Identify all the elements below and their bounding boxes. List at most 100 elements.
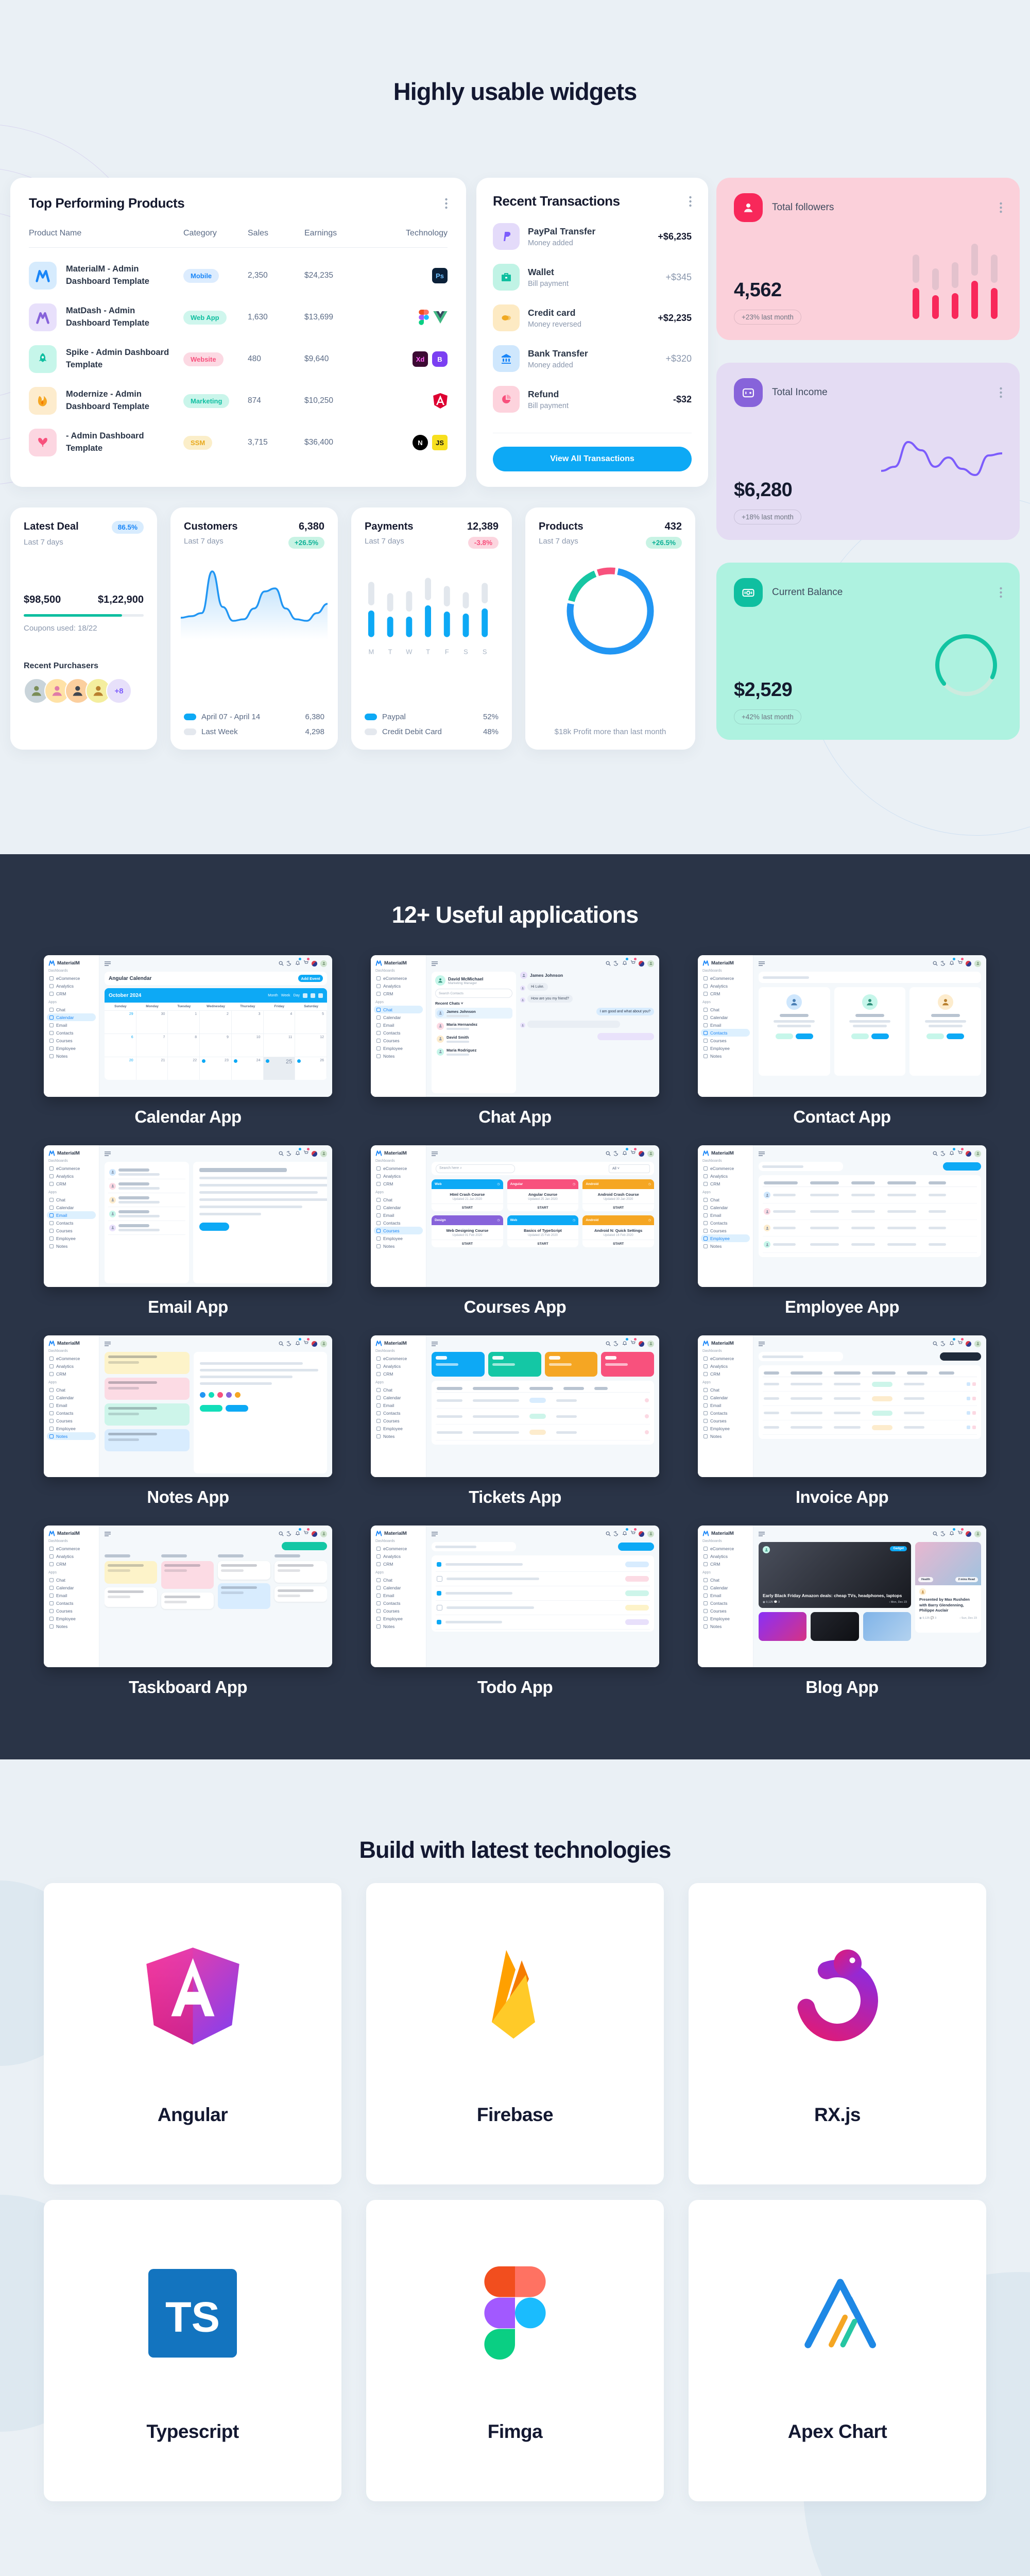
product-sales: 874: [248, 396, 261, 405]
materialm-logo: MaterialM: [702, 960, 748, 966]
transaction-amount: +$6,235: [658, 231, 692, 242]
sidebar-item-calendar: Calendar: [47, 1394, 96, 1401]
cart-icon: [303, 1531, 308, 1534]
thumbnail-topbar: [759, 1338, 981, 1348]
category-badge: SSM: [183, 435, 213, 450]
search-icon: [279, 1341, 284, 1346]
search-icon: [933, 961, 938, 966]
view-all-transactions-button[interactable]: View All Transactions: [493, 447, 692, 471]
sidebar-item-crm: CRM: [374, 1180, 423, 1188]
column-header: Sales: [248, 229, 269, 238]
avatar: [764, 1208, 770, 1215]
sidebar-item-contacts: Contacts: [47, 1409, 96, 1417]
figma-logo: [484, 2258, 546, 2368]
avatar: [937, 994, 953, 1010]
sidebar-item-notes: Notes: [374, 1622, 423, 1630]
ticket-stat-card: [544, 1352, 598, 1377]
payments-subtitle: Last 7 days: [365, 537, 404, 546]
thumbnail-topbar: [432, 958, 654, 968]
thumbnail-topbar: [759, 958, 981, 968]
latest-deal-subtitle: Last 7 days: [24, 538, 63, 547]
tech-label: Fimga: [487, 2421, 543, 2442]
sidebar-section-label: Apps: [48, 1571, 57, 1574]
sidebar-item-employee: Employee: [701, 1425, 750, 1432]
kebab-menu-icon[interactable]: [445, 198, 448, 209]
mini-button: [947, 1033, 965, 1039]
product-earnings: $9,640: [304, 354, 329, 363]
income-chart: [880, 427, 1003, 488]
sidebar-item-ecommerce: eCommerce: [47, 1164, 96, 1172]
flag-icon: [639, 1531, 644, 1537]
kebab-menu-icon[interactable]: [1000, 587, 1002, 598]
avatar: [647, 1150, 654, 1157]
avatar: [647, 960, 654, 967]
flag-icon: [966, 960, 971, 967]
kebab-menu-icon[interactable]: [689, 196, 692, 207]
sidebar-item-calendar: Calendar: [701, 1394, 750, 1401]
sidebar-item-analytics: Analytics: [47, 982, 96, 990]
legend-value: 4,298: [305, 727, 324, 736]
transaction-title: Credit card: [528, 307, 576, 318]
sidebar-item-analytics: Analytics: [374, 1552, 423, 1560]
sidebar-item-notes: Notes: [701, 1052, 750, 1060]
moon-icon: [941, 1151, 946, 1156]
legend-value: 52%: [483, 713, 499, 721]
blog-card: [759, 1612, 807, 1641]
avatar: [320, 960, 327, 967]
avatar: [862, 994, 878, 1010]
balance-chart: [930, 629, 1002, 704]
sidebar-item-calendar: Calendar: [701, 1584, 750, 1591]
app-label: Tickets App: [469, 1487, 561, 1506]
category-badge: Mobile: [183, 268, 219, 283]
recent-purchasers-label: Recent Purchasers: [24, 662, 98, 670]
sidebar-item-ecommerce: eCommerce: [47, 974, 96, 982]
cart-icon: [957, 1341, 963, 1344]
mini-button: [625, 1605, 649, 1611]
sidebar-item-email: Email: [47, 1401, 96, 1409]
thumbnail-topbar: [432, 1338, 654, 1348]
todo-row: [436, 1601, 650, 1615]
sidebar-item-calendar: Calendar: [374, 1204, 423, 1211]
matdash-logo: [29, 303, 57, 331]
materialm-logo: MaterialM: [375, 960, 421, 966]
kebab-menu-icon[interactable]: [1000, 387, 1002, 398]
kebab-menu-icon[interactable]: [1000, 202, 1002, 213]
cart-icon: [630, 960, 636, 964]
materialm-logo: MaterialM: [375, 1340, 421, 1346]
app-label: Calendar App: [134, 1107, 242, 1126]
figma-icon: [419, 310, 429, 325]
customers-title: Customers: [184, 521, 238, 532]
cart-icon: [957, 1150, 963, 1154]
followers-chart: [909, 242, 1002, 321]
svg-text:S: S: [483, 648, 487, 655]
tech-label: Angular: [157, 2104, 228, 2125]
tech-label: Apex Chart: [787, 2421, 887, 2442]
sidebar-section-label: Apps: [375, 1571, 384, 1574]
product-name: MaterialM - Admin Dashboard Template: [66, 264, 149, 286]
app-label: Invoice App: [795, 1487, 889, 1506]
sidebar-item-calendar: Calendar: [47, 1204, 96, 1211]
transactions-footer: View All Transactions: [493, 433, 692, 471]
moon-icon: [287, 961, 291, 966]
